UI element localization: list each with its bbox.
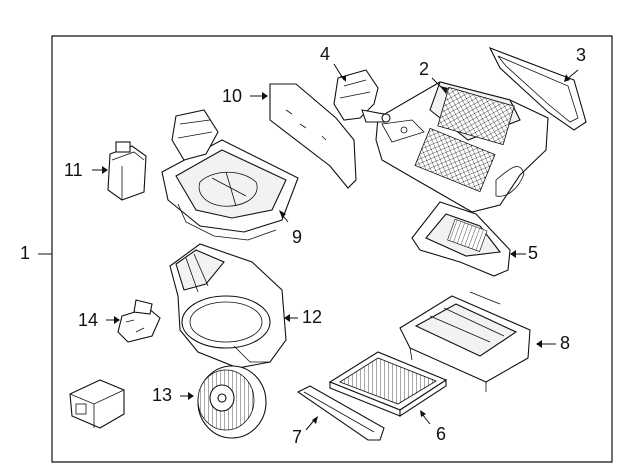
part-7-filter-cover[interactable] bbox=[296, 385, 385, 441]
callout-3: 3 bbox=[576, 45, 587, 65]
callout-8: 8 bbox=[560, 333, 571, 353]
callout-5: 5 bbox=[528, 243, 539, 263]
part-9-blower-upper-case[interactable] bbox=[161, 109, 299, 241]
part-2-heater-case[interactable] bbox=[375, 77, 549, 213]
callout-2: 2 bbox=[419, 59, 430, 79]
assembly-frame bbox=[38, 35, 613, 463]
callout-6: 6 bbox=[436, 424, 447, 444]
part-11-motor-module[interactable] bbox=[92, 141, 147, 201]
connector-block[interactable] bbox=[69, 379, 125, 429]
callout-12: 12 bbox=[302, 307, 323, 327]
callout-7: 7 bbox=[292, 427, 303, 447]
part-6-cabin-filter[interactable] bbox=[328, 351, 448, 425]
callout-14: 14 bbox=[78, 310, 99, 330]
part-5-inlet-duct[interactable] bbox=[411, 201, 526, 277]
part-14-resistor[interactable] bbox=[106, 299, 161, 343]
part-13-blower-motor[interactable] bbox=[180, 365, 267, 439]
callout-10: 10 bbox=[222, 86, 243, 106]
callout-13: 13 bbox=[152, 385, 173, 405]
callout-1: 1 bbox=[20, 243, 31, 263]
callout-9: 9 bbox=[292, 227, 303, 247]
part-3-seal-frame[interactable] bbox=[488, 46, 587, 131]
part-8-filter-housing[interactable] bbox=[399, 291, 556, 392]
part-4-actuator[interactable] bbox=[333, 63, 391, 123]
part-12-blower-lower-case[interactable] bbox=[169, 243, 298, 369]
callout-11: 11 bbox=[64, 160, 83, 180]
callout-4: 4 bbox=[320, 44, 331, 64]
part-10-insulator-panel[interactable] bbox=[250, 83, 357, 189]
